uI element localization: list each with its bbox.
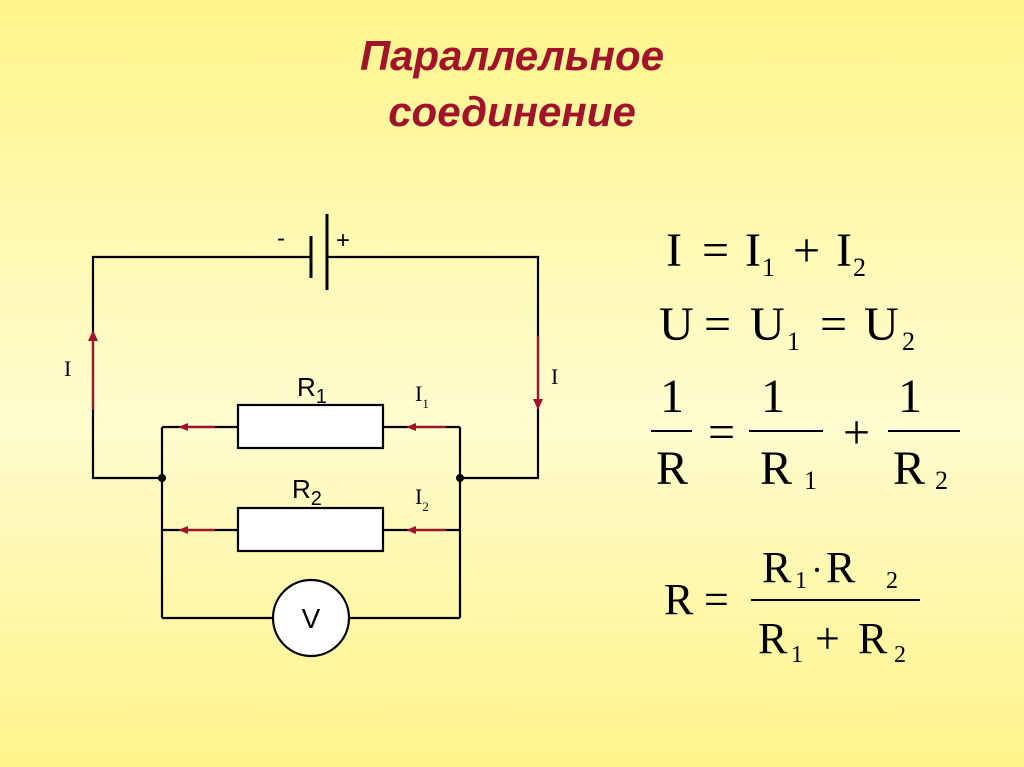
f3-n2: 1 bbox=[761, 370, 785, 423]
f3-d3: R bbox=[893, 442, 925, 495]
current-label-left: I bbox=[64, 356, 71, 381]
f1-eq: = bbox=[702, 224, 729, 277]
f4-dot: · bbox=[811, 550, 823, 590]
voltmeter-label: V bbox=[302, 603, 321, 634]
formula-voltage-equal: U = U 1 = U 2 bbox=[659, 298, 915, 356]
f2-s2: 2 bbox=[902, 327, 915, 356]
f1-s1: 1 bbox=[762, 253, 775, 282]
f4-den-s1: 1 bbox=[791, 642, 803, 668]
formula-total-resistance: R = R 1 · R 2 R 1 + R 2 bbox=[664, 543, 920, 668]
f3-plus: + bbox=[843, 406, 870, 459]
f3-eq: = bbox=[708, 406, 735, 459]
f1-t1: I bbox=[745, 224, 761, 277]
f3-n1: 1 bbox=[660, 370, 684, 423]
f4-lhs: R bbox=[664, 575, 694, 624]
current-arrow-left bbox=[88, 330, 98, 410]
current-arrow-right bbox=[533, 336, 543, 410]
resistor-r1 bbox=[236, 403, 385, 450]
f4-num-t1: R bbox=[762, 543, 792, 592]
f2-eq: = bbox=[704, 298, 731, 351]
resistor-r2 bbox=[236, 506, 385, 553]
f4-num-s1: 1 bbox=[795, 568, 807, 594]
f4-eq: = bbox=[704, 575, 729, 624]
r1-label: R1 bbox=[297, 372, 327, 408]
title-line-2: соединение bbox=[388, 88, 636, 135]
f1-lhs: I bbox=[666, 224, 682, 277]
formula-reciprocal-sum: 1 R = 1 R 1 + 1 R 2 bbox=[651, 370, 960, 495]
current-arrow-r2-in bbox=[406, 526, 446, 534]
i2-label: I2 bbox=[415, 484, 429, 514]
f4-den-t2: R bbox=[858, 614, 888, 663]
f4-den-s2: 2 bbox=[894, 642, 906, 668]
f3-d1: R bbox=[656, 442, 688, 495]
battery-plus-label: + bbox=[336, 227, 350, 254]
i1-label: I1 bbox=[415, 381, 429, 411]
current-arrow-r1-out bbox=[178, 423, 215, 431]
current-label-right: I bbox=[551, 364, 558, 389]
f1-plus: + bbox=[793, 224, 820, 277]
f3-d2: R bbox=[760, 442, 792, 495]
r2-label: R2 bbox=[292, 474, 322, 510]
f4-den-t1: R bbox=[758, 614, 788, 663]
title-line-1: Параллельное bbox=[359, 32, 665, 79]
f2-t1: U bbox=[750, 298, 785, 351]
f2-s1: 1 bbox=[787, 327, 800, 356]
f3-n3: 1 bbox=[898, 370, 922, 423]
f2-eq2: = bbox=[820, 298, 847, 351]
slide-title: Параллельное соединение bbox=[0, 28, 1024, 140]
formulas: I = I 1 + I 2 U = U 1 = U 2 1 R = 1 R bbox=[651, 224, 960, 668]
f1-t2: I bbox=[836, 224, 852, 277]
f4-plus: + bbox=[815, 614, 840, 663]
formula-current-sum: I = I 1 + I 2 bbox=[666, 224, 866, 282]
current-arrow-r1-in bbox=[406, 423, 446, 431]
f2-lhs: U bbox=[659, 298, 694, 351]
current-arrow-r2-out bbox=[178, 526, 215, 534]
voltmeter-circle bbox=[271, 578, 351, 658]
battery-minus-label: - bbox=[277, 225, 285, 252]
f4-num-s2: 2 bbox=[886, 568, 898, 594]
f3-ds2: 1 bbox=[804, 466, 817, 495]
junction-dot-left bbox=[158, 474, 166, 482]
circuit-diagram: - + I I R1 R2 I1 I2 V bbox=[64, 214, 558, 658]
f3-ds3: 2 bbox=[935, 466, 948, 495]
junction-dot-right bbox=[456, 474, 464, 482]
f2-t2: U bbox=[864, 298, 899, 351]
f1-s2: 2 bbox=[853, 253, 866, 282]
f4-num-t2: R bbox=[826, 543, 856, 592]
